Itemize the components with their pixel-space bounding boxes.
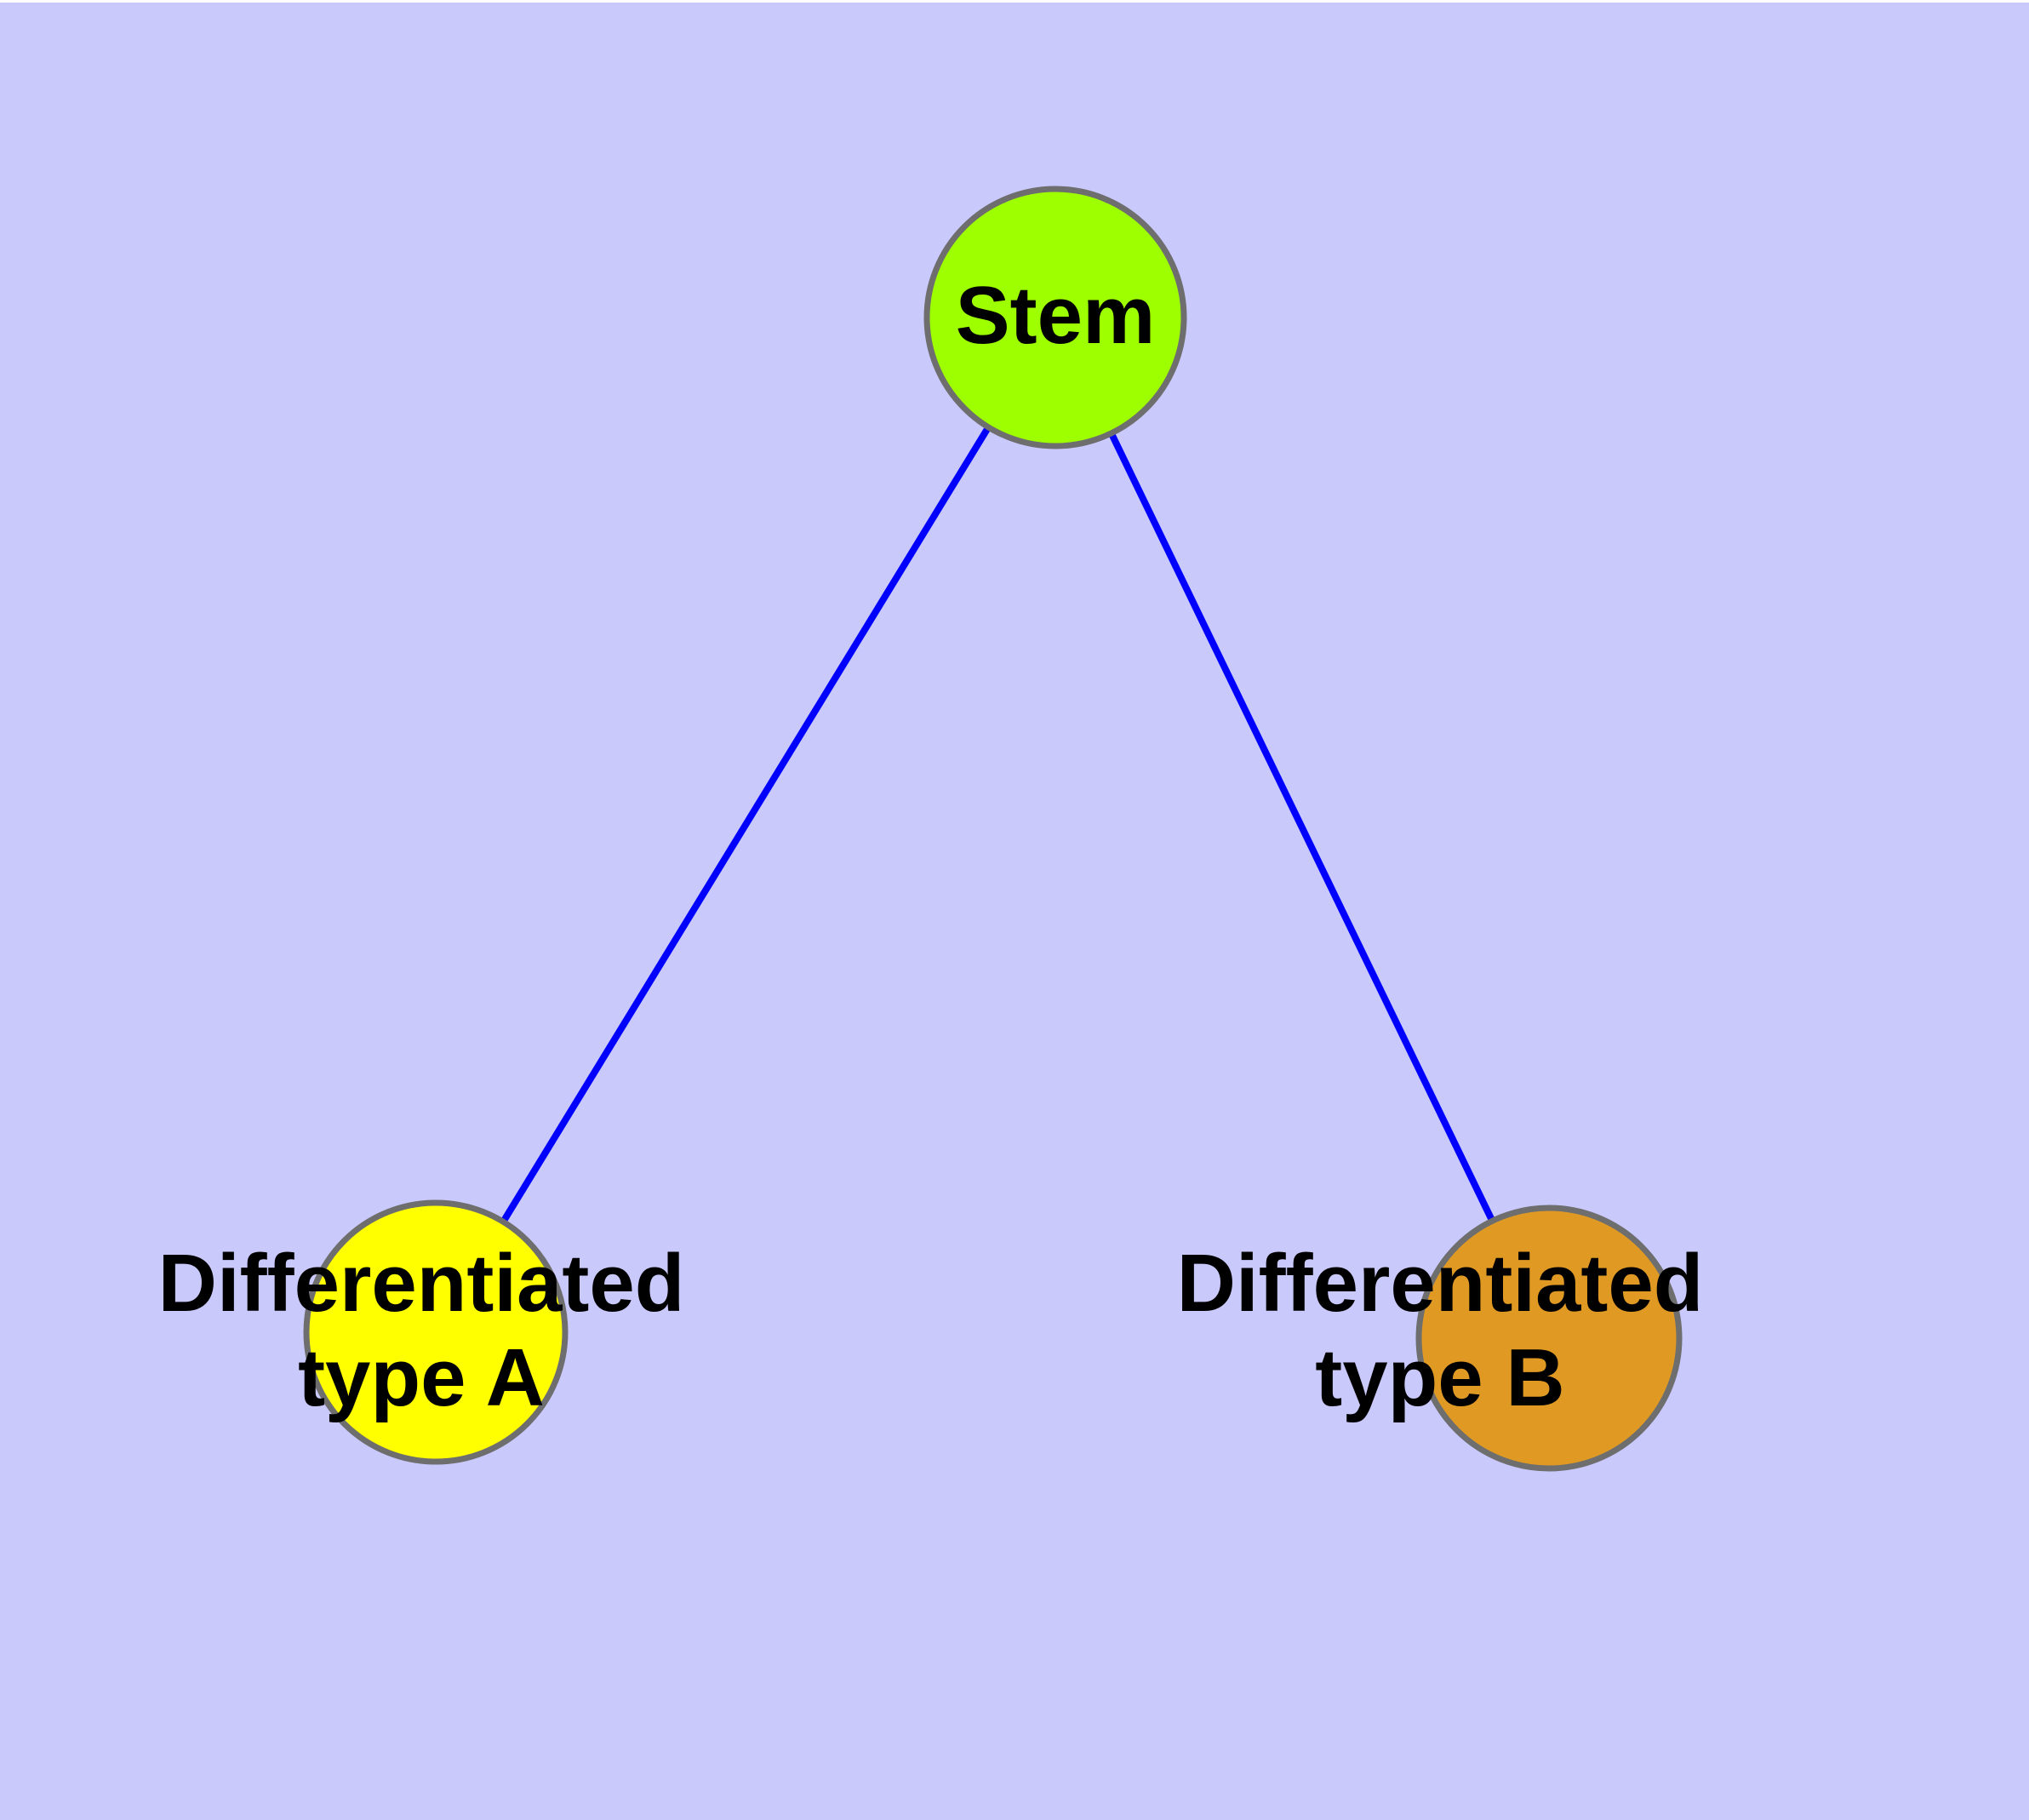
node-diff_b[interactable] — [1415, 1205, 1683, 1472]
canvas-top-margin — [0, 0, 2029, 3]
nodes-layer — [303, 186, 1683, 1472]
node-label-line: Stem — [956, 270, 1156, 361]
node-diff_a[interactable] — [303, 1199, 569, 1465]
edge-stem-to-diff_b — [1052, 316, 1552, 1340]
edges-layer — [432, 315, 1552, 1340]
edge-stem-to-diff_a — [432, 315, 1059, 1335]
node-label-stem: Stem — [956, 270, 1156, 361]
node-label-line: Differentiated — [158, 1238, 685, 1329]
node-stem[interactable] — [923, 186, 1187, 449]
node-label-line: Differentiated — [1177, 1238, 1704, 1329]
node-label-line: type A — [298, 1332, 545, 1423]
node-label-line: type B — [1315, 1332, 1564, 1423]
